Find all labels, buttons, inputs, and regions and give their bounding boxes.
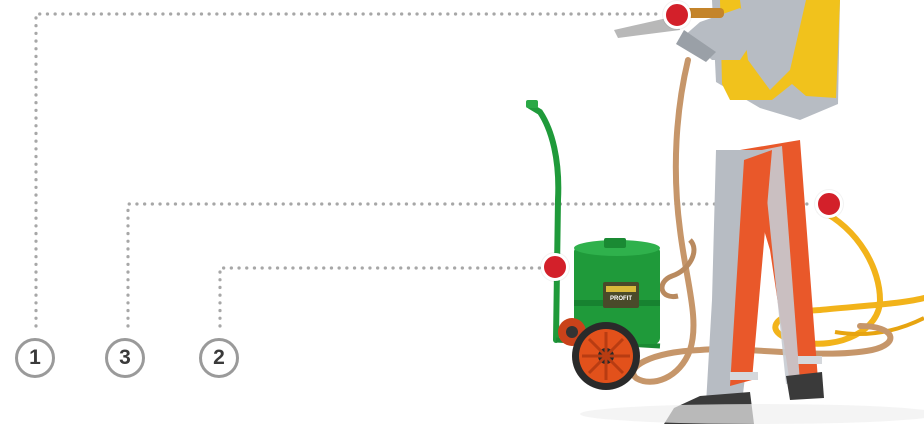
callout-badge-2[interactable]: 2 — [199, 338, 239, 378]
hotspot-nozzle[interactable] — [663, 1, 691, 29]
leader-line-1 — [34, 12, 664, 328]
cart-label-plate — [603, 282, 639, 308]
callout-number: 1 — [29, 346, 41, 369]
hotspot-cart[interactable] — [541, 253, 569, 281]
leader-line-3 — [126, 202, 816, 328]
blast-hose — [630, 57, 894, 385]
cart-label: PROFIT — [610, 296, 632, 302]
leader-lines — [34, 12, 816, 328]
callout-number: 3 — [119, 346, 131, 369]
callout-number: 2 — [213, 346, 225, 369]
leader-line-2 — [218, 266, 542, 328]
callout-badge-1[interactable]: 1 — [15, 338, 55, 378]
cart-handle — [527, 103, 562, 343]
cart-wheel-front — [572, 322, 640, 390]
callout-badge-3[interactable]: 3 — [105, 338, 145, 378]
hotspot-hose[interactable] — [815, 190, 843, 218]
